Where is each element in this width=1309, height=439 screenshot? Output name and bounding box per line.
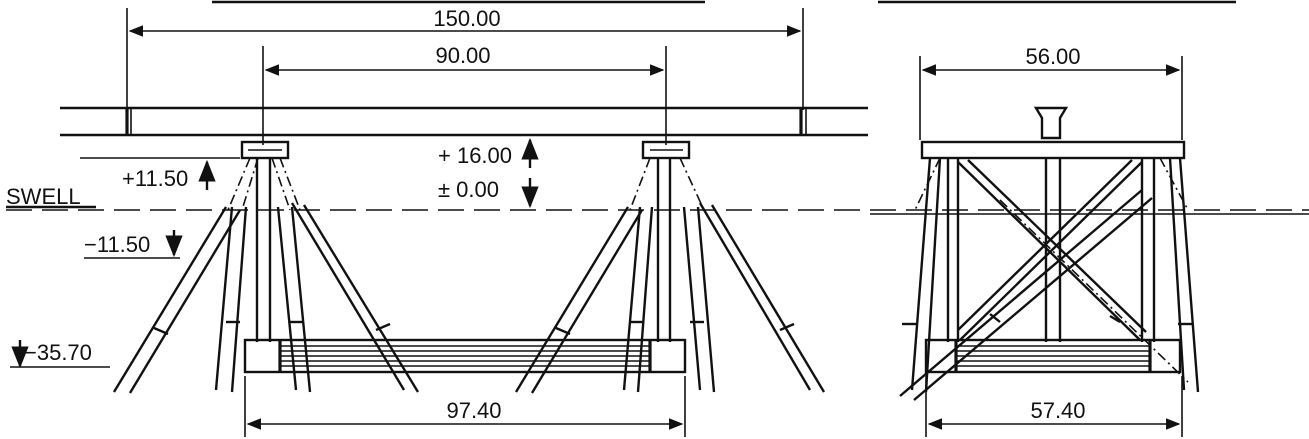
dimension-leg-spacing: 90.00 <box>262 43 667 145</box>
level-zero-label: ± 0.00 <box>438 177 499 202</box>
pontoon-end <box>924 338 1182 374</box>
dim-label-150: 150.00 <box>433 6 500 31</box>
dim-label-57: 57.40 <box>1030 398 1085 423</box>
level-bottom-label: −35.70 <box>24 340 92 365</box>
end-frame <box>899 157 1200 401</box>
level-top-cap-marker: +11.50 <box>80 157 240 191</box>
level-brace-marker: −11.50 <box>84 230 183 259</box>
swell-label: SWELL <box>6 184 81 209</box>
pontoon-side <box>243 338 687 374</box>
bearing-cap-right <box>641 140 691 160</box>
level-deck-label: + 16.00 <box>438 143 512 168</box>
tower-right <box>514 157 826 394</box>
dim-label-90: 90.00 <box>435 43 490 68</box>
dimension-end-top: 56.00 <box>919 44 1183 140</box>
dimension-total-length: 150.00 <box>126 6 804 120</box>
deck-girder <box>60 106 868 137</box>
dimension-end-base: 57.40 <box>925 376 1183 437</box>
dimension-base-length: 97.40 <box>244 376 686 437</box>
level-markers-center: + 16.00 ± 0.00 <box>438 137 539 209</box>
dim-label-56: 56.00 <box>1025 44 1080 69</box>
level-brace-label: −11.50 <box>84 232 150 257</box>
tower-left <box>112 157 420 394</box>
level-bottom-marker: −35.70 <box>10 340 110 369</box>
deck-girder-end <box>920 106 1186 160</box>
bearing-cap-left <box>240 140 290 160</box>
level-top-cap-label: +11.50 <box>122 166 188 191</box>
dim-label-97: 97.40 <box>446 398 501 423</box>
